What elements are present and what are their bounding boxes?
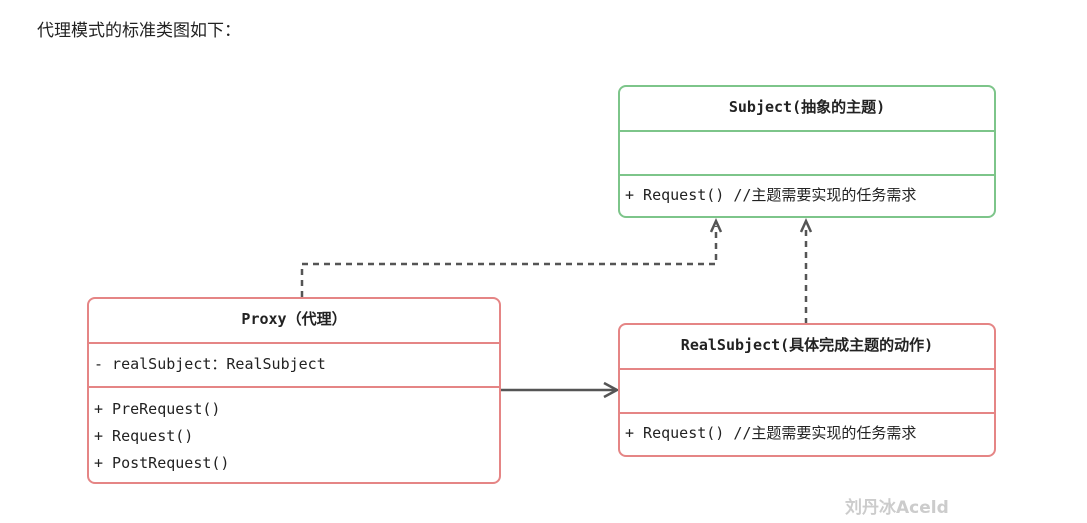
proxy-method: + PostRequest() (94, 454, 230, 472)
proxy-method: + PreRequest() (94, 400, 221, 418)
realsubject-attributes (620, 368, 994, 412)
arrowhead-association (603, 381, 620, 399)
proxy-attribute: - realSubject：RealSubject (89, 342, 499, 386)
intro-text: 代理模式的标准类图如下： (37, 21, 241, 41)
realsubject-title: RealSubject(具体完成主题的动作) (680, 336, 934, 354)
proxy-class: Proxy（代理） - realSubject：RealSubject + Pr… (87, 297, 501, 484)
realsubject-method: + Request() //主题需要实现的任务需求 (620, 412, 994, 452)
proxy-method: + Request() (94, 427, 194, 445)
subject-attributes (620, 130, 994, 174)
proxy-title: Proxy（代理） (241, 310, 347, 328)
watermark: 刘丹冰Aceld (845, 498, 949, 518)
subject-class: Subject(抽象的主题) + Request() //主题需要实现的任务需求 (618, 85, 996, 218)
subject-title: Subject(抽象的主题) (728, 98, 886, 116)
proxy-methods: + PreRequest() + Request() + PostRequest… (89, 386, 499, 477)
arrowhead-proxy-subject (709, 217, 723, 233)
arrowhead-real-subject (799, 217, 813, 233)
subject-method: + Request() //主题需要实现的任务需求 (620, 174, 994, 214)
realization-proxy-subject (300, 226, 718, 297)
realsubject-class: RealSubject(具体完成主题的动作) + Request() //主题需… (618, 323, 996, 457)
